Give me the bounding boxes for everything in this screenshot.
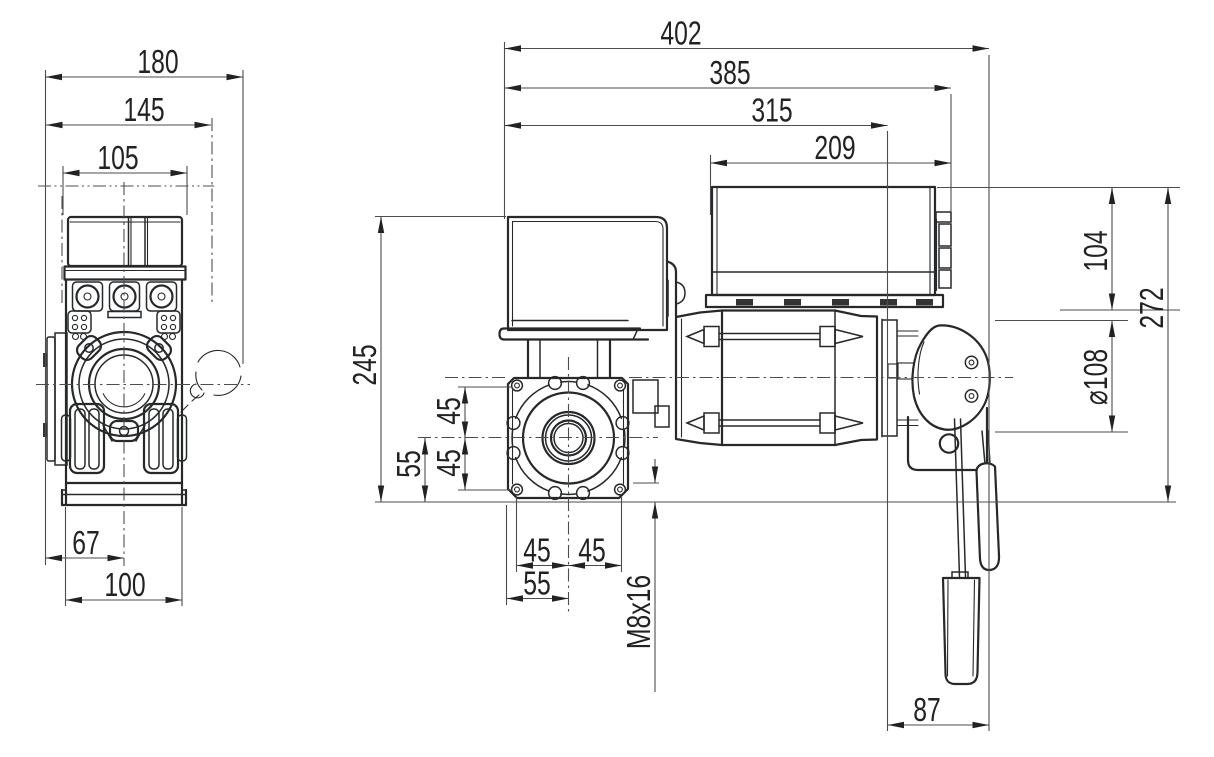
dim-flange-hole-left: 45: [516, 533, 569, 569]
dim-label: 100: [104, 568, 145, 604]
dim-side-to-bracket: 385: [504, 56, 951, 92]
dim-label: 45: [578, 533, 606, 569]
dim-label: 315: [751, 93, 792, 129]
dim-flange-hole-above-center: 45: [432, 387, 469, 438]
dim-label: 67: [72, 526, 100, 562]
dim-center-height: 272: [1135, 187, 1172, 502]
tie-rod-top: [685, 325, 864, 348]
dim-front-body-width: 105: [63, 141, 187, 177]
front-cover-plate: [63, 265, 187, 281]
side-cam-housing: [911, 324, 991, 431]
dim-label: 245: [348, 344, 384, 385]
side-shaft-stub: [632, 379, 670, 428]
lower-grip: [941, 576, 981, 686]
dim-front-base-left: 67: [45, 526, 124, 562]
dim-box-top-to-motor-top: 104: [1079, 187, 1116, 310]
side-hood: [498, 215, 669, 341]
front-body: [64, 278, 184, 507]
dim-front-flange-to-handwheel: 145: [46, 93, 211, 129]
dim-side-total-length: 402: [504, 16, 989, 52]
front-rollers: [60, 402, 188, 475]
dim-front-base-width: 100: [65, 568, 182, 604]
dim-flange-hole-below-center: 45: [432, 438, 469, 490]
dim-label: 105: [97, 141, 138, 177]
side-view: [498, 185, 1001, 686]
dim-label: 45: [432, 397, 468, 425]
dim-label: 385: [709, 56, 750, 92]
dim-flange-hole-right: 45: [568, 533, 622, 569]
dim-label: 55: [392, 450, 428, 478]
dim-front-total-width: 180: [45, 45, 243, 81]
side-neck: [526, 338, 612, 380]
dim-label: 45: [432, 449, 468, 477]
dim-handle-offset: 87: [887, 693, 989, 729]
side-release-levers: [941, 418, 1001, 686]
dim-label: 55: [523, 566, 551, 602]
dim-label: 104: [1079, 230, 1115, 271]
dim-label: 272: [1135, 287, 1171, 328]
dim-handwheel-diameter: ⌀108: [1079, 320, 1116, 432]
dim-side-to-motor-end: 315: [504, 93, 888, 129]
front-terminal-box: [66, 215, 184, 268]
dim-label: 180: [137, 45, 178, 81]
dim-label: 87: [913, 693, 941, 729]
dim-label: 145: [123, 93, 164, 129]
tie-rod-bottom: [685, 412, 864, 434]
dim-label: M8x16: [622, 575, 658, 649]
dimensions-front: 180 145 105 67 100: [36, 45, 250, 606]
side-terminal-box: [704, 185, 945, 309]
dim-flange-edge-to-center: 55: [506, 566, 569, 602]
dimensions-side: 402 385 315 209 245 55 45 45: [348, 16, 1180, 731]
dim-mount-thread: M8x16: [622, 459, 659, 692]
dim-label: 402: [660, 16, 701, 52]
side-lever-bracket: [906, 406, 989, 472]
dim-flange-center-to-base: 55: [392, 438, 429, 502]
dim-label: ⌀108: [1079, 349, 1115, 405]
front-wall-bracket: [43, 332, 68, 466]
front-view: [43, 215, 242, 507]
upper-grip: [975, 462, 1001, 572]
front-handwheel-sketch: [180, 349, 242, 413]
dim-label: 45: [523, 533, 551, 569]
dim-terminal-box-length: 209: [710, 131, 951, 167]
dim-side-total-height: 245: [348, 216, 385, 502]
dim-label: 209: [814, 131, 855, 167]
